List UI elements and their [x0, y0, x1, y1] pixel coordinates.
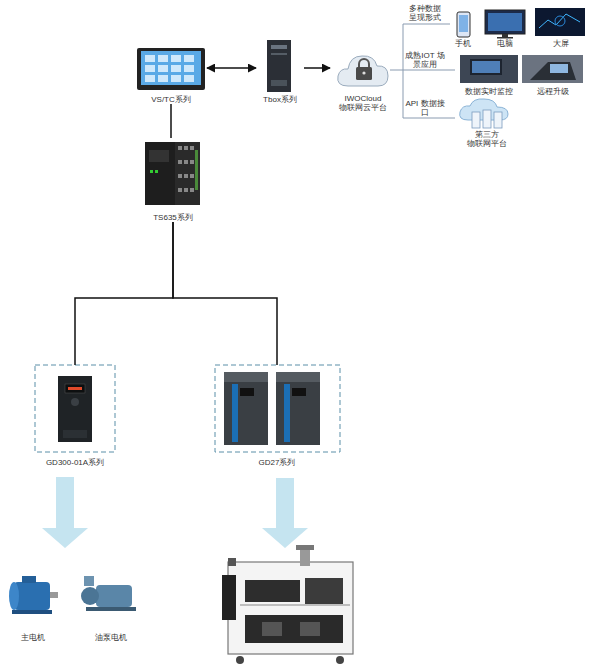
device-node: 大屏	[534, 8, 588, 48]
device-node: GD27系列	[213, 365, 341, 467]
node-label: 第三方 物联网平台	[456, 130, 518, 148]
node-label: TS635系列	[153, 213, 193, 222]
node-label: VS/TC系列	[151, 95, 191, 104]
pc-icon	[485, 10, 525, 39]
connector-line	[207, 67, 256, 69]
connector-line	[173, 222, 277, 365]
connector-line	[170, 104, 172, 138]
device-node: IWOCloud 物联网云平台	[330, 48, 396, 112]
device-node: 主电机	[2, 570, 64, 642]
node-label: 电脑	[497, 39, 513, 48]
bracket-line	[390, 24, 455, 118]
flow-arrow	[262, 478, 308, 548]
monitor-photo	[460, 55, 518, 83]
branch-label: 成熟IOT 场景应用	[404, 51, 446, 69]
branch-label: API 数据接口	[404, 99, 446, 117]
node-label: 油泵电机	[95, 633, 127, 642]
device-node: GD300-01A系列	[35, 365, 115, 467]
drive-group-outline	[215, 365, 340, 452]
device-node: 电脑	[482, 10, 528, 48]
tbox-device	[267, 40, 291, 92]
device-node: 第三方 物联网平台	[456, 98, 518, 148]
node-label: 大屏	[553, 39, 569, 48]
node-label: Tbox系列	[263, 95, 297, 104]
cloud-icon	[338, 56, 388, 86]
machine-illustration	[222, 545, 353, 664]
drive-group-outline	[35, 365, 115, 452]
device-node: TS635系列	[140, 138, 206, 222]
device-node: 数据实时监控	[456, 54, 522, 96]
node-label: 数据实时监控	[465, 87, 513, 96]
flow-arrow	[42, 477, 88, 548]
device-node: 手机	[448, 10, 478, 48]
device-node: VS/TC系列	[135, 46, 207, 104]
connector-line	[75, 222, 173, 365]
plc-device	[145, 142, 200, 205]
phone-icon	[457, 12, 470, 37]
branch-label: 多种数据 呈现形式	[404, 4, 446, 22]
device-node: 远程升级	[522, 54, 584, 96]
hmi-screen	[137, 48, 205, 90]
node-label: GD27系列	[259, 458, 296, 467]
device-node: Tbox系列	[256, 38, 304, 104]
connector-line	[304, 67, 330, 69]
motor-illustration	[9, 576, 58, 614]
node-label: IWOCloud 物联网云平台	[330, 94, 396, 112]
node-label: GD300-01A系列	[46, 458, 104, 467]
third-party-cloud-icon	[460, 99, 508, 128]
upgrade-photo	[522, 55, 583, 83]
node-label: 主电机	[21, 633, 45, 642]
device-node: 油泵电机	[76, 570, 146, 642]
pump-illustration	[81, 576, 136, 611]
node-label: 远程升级	[537, 87, 569, 96]
node-label: 手机	[455, 39, 471, 48]
big-screen-icon	[535, 8, 585, 36]
